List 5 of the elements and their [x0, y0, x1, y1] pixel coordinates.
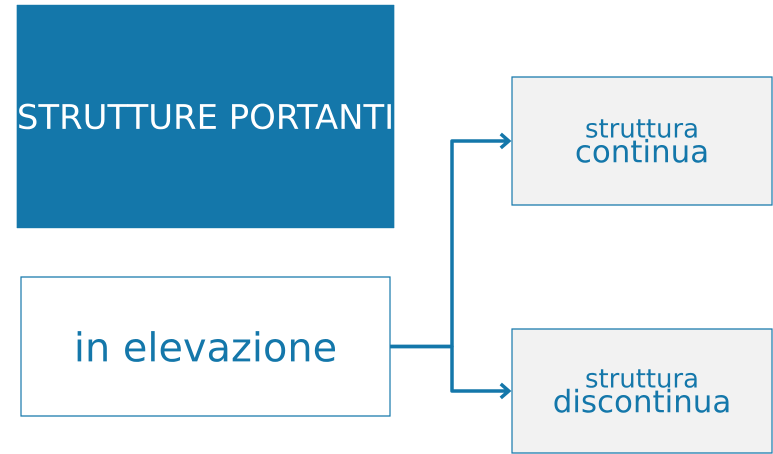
process-box: in elevazione — [20, 276, 391, 417]
arrow — [390, 344, 512, 400]
title-box: STRUTTURE PORTANTI — [16, 4, 394, 228]
result-box: struttura discontinua — [511, 328, 773, 454]
result-box: struttura continua — [511, 76, 773, 206]
